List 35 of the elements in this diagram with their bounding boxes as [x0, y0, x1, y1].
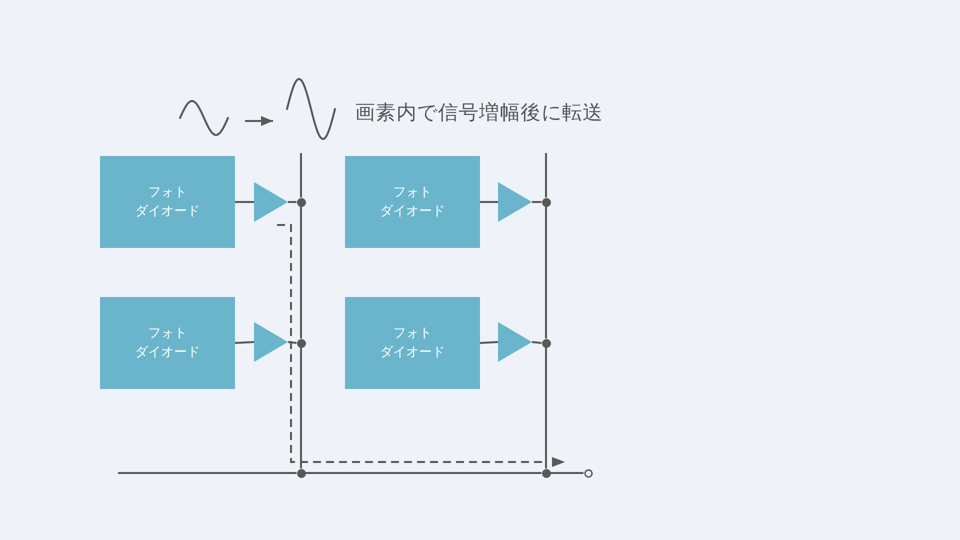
junction-dot	[542, 198, 550, 206]
wire	[235, 201, 254, 203]
junction-dot	[542, 468, 550, 478]
wire	[545, 348, 547, 468]
wire	[288, 201, 296, 203]
wire	[306, 472, 542, 474]
amplifier-triangle	[254, 182, 288, 222]
title: 画素内で信号増幅後に転送	[355, 100, 604, 124]
wire	[545, 206, 547, 338]
amplifier-triangle	[254, 322, 288, 362]
arrow	[245, 116, 273, 126]
amplifier-triangle	[498, 182, 532, 222]
junction-dot	[296, 338, 306, 348]
junction-dot	[542, 338, 550, 348]
wire	[480, 341, 498, 344]
terminal-circle	[584, 468, 592, 478]
photodiode-box: フォトダイオード	[345, 297, 480, 389]
wire	[550, 472, 584, 474]
wire	[545, 153, 547, 198]
wire	[300, 206, 302, 338]
wire	[118, 472, 296, 474]
wire	[480, 201, 498, 203]
junction-dot	[296, 198, 306, 206]
amplifier-triangle	[498, 322, 532, 362]
wire	[300, 348, 302, 468]
waveform	[178, 99, 230, 137]
junction-dot	[296, 468, 306, 478]
wire	[532, 201, 542, 203]
photodiode-box: フォトダイオード	[100, 156, 235, 248]
wire	[532, 341, 542, 344]
waveform	[285, 77, 337, 141]
wire	[300, 153, 302, 198]
wire	[234, 341, 254, 344]
photodiode-box: フォトダイオード	[100, 297, 235, 389]
photodiode-box: フォトダイオード	[345, 156, 480, 248]
